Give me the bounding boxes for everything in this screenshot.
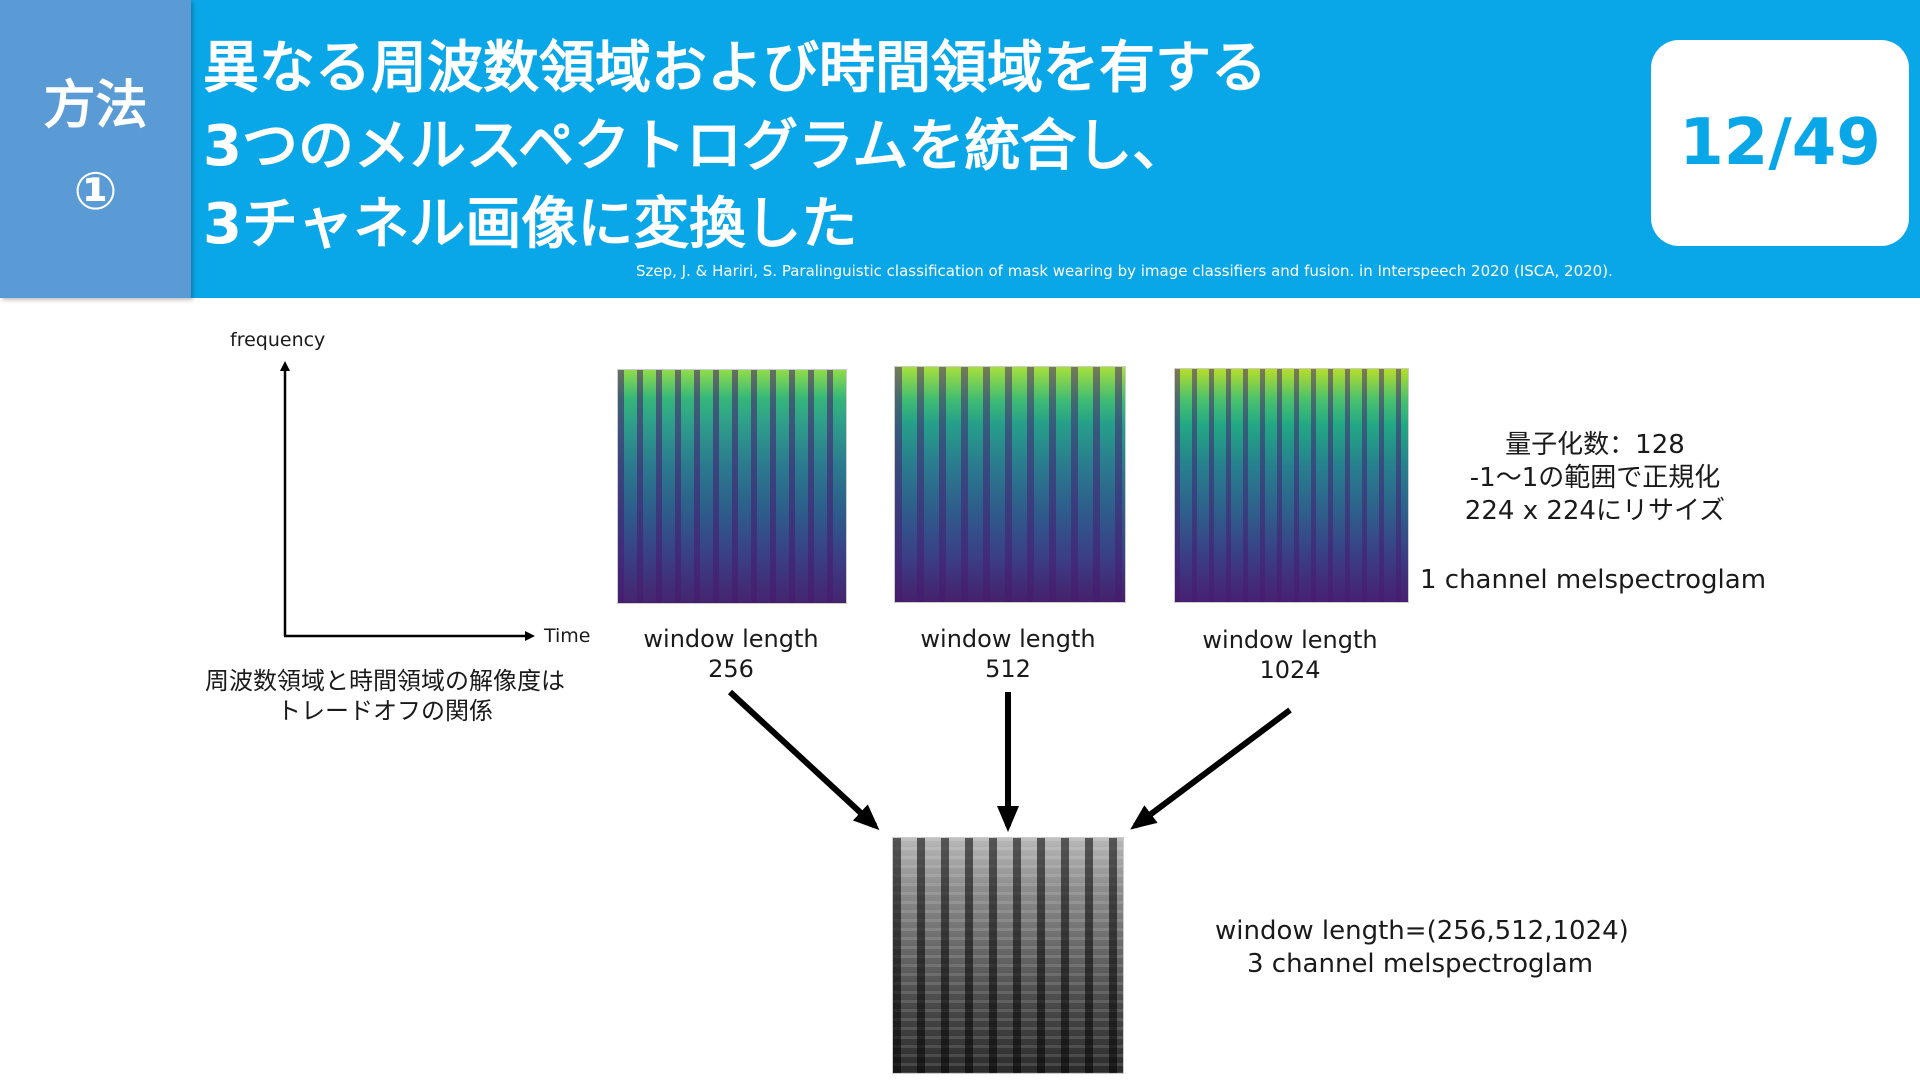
tradeoff-note-line-2: トレードオフの関係 (277, 697, 493, 725)
tradeoff-note-line-1: 周波数領域と時間領域の解像度は (205, 667, 565, 695)
title-line-2: 3つのメルスペクトログラムを統合し、 (203, 114, 1189, 179)
caption-512-line-2: 512 (985, 655, 1031, 683)
combined-spectrogram-image (892, 837, 1124, 1074)
page-number: 12/49 (1679, 106, 1881, 180)
arrow-from-256 (727, 689, 880, 831)
header-banner (0, 0, 1920, 298)
spectrogram-512-caption: window length 512 (908, 624, 1108, 684)
y-axis-label: frequency (230, 329, 326, 351)
caption-256-line-2: 256 (708, 655, 754, 683)
page-indicator: 12/49 (1651, 40, 1909, 246)
channel-label: 1 channel melspectroglam (1419, 565, 1767, 595)
result-line-1: window length=(256,512,1024) (1215, 916, 1629, 946)
title-line-3: 3チャネル画像に変換した (203, 192, 858, 257)
result-line-2: 3 channel melspectroglam (1246, 949, 1594, 979)
section-tag: 方法 ① (0, 0, 191, 298)
spectrogram-1024-caption: window length 1024 (1190, 625, 1390, 685)
caption-1024-line-1: window length (1202, 626, 1378, 654)
section-number: ① (73, 162, 118, 222)
preprocessing-line-1: 量子化数：128 (1505, 430, 1685, 460)
result-label: window length=(256,512,1024) 3 channel m… (1215, 915, 1629, 981)
preprocessing-line-2: -1〜1の範囲で正規化 (1469, 463, 1721, 493)
preprocessing-notes: 量子化数：128 -1〜1の範囲で正規化 224 x 224にリサイズ (1420, 429, 1770, 528)
caption-512-line-1: window length (920, 625, 1096, 653)
slide-title: 異なる周波数領域および時間領域を有する 3つのメルスペクトログラムを統合し、 3… (203, 30, 1623, 264)
tradeoff-note: 周波数領域と時間領域の解像度は トレードオフの関係 (160, 666, 610, 726)
section-label: 方法 (43, 76, 148, 136)
spectrogram-256-caption: window length 256 (631, 624, 831, 684)
arrow-from-1024 (1130, 707, 1292, 830)
caption-1024-line-2: 1024 (1259, 656, 1321, 684)
spectrogram-512-image (894, 366, 1126, 603)
caption-256-line-1: window length (643, 625, 819, 653)
citation: Szep, J. & Hariri, S. Paralinguistic cla… (636, 262, 1613, 280)
x-axis-label: Time (544, 625, 591, 647)
title-line-1: 異なる周波数領域および時間領域を有する (203, 36, 1267, 101)
preprocessing-line-3: 224 x 224にリサイズ (1464, 496, 1726, 526)
spectrogram-256-image (617, 369, 847, 604)
spectrogram-1024-image (1174, 368, 1409, 603)
